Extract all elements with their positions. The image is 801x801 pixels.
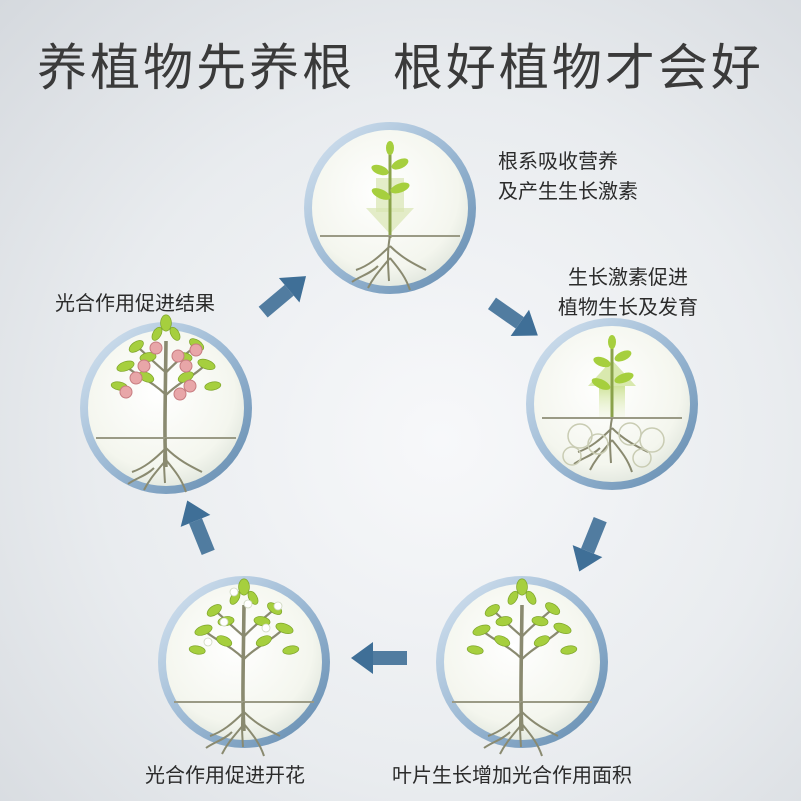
arrow-leaves-to-flowering bbox=[351, 642, 407, 674]
step-label-line: 叶片生长增加光合作用面积 bbox=[392, 763, 632, 787]
arrow-growth-to-leaves bbox=[572, 516, 607, 572]
stage-roots-absorb bbox=[304, 122, 476, 294]
step-label-fruiting: 光合作用促进结果 bbox=[55, 288, 215, 318]
stage-fruiting bbox=[80, 313, 252, 494]
step-label-hormone-growth: 生长激素促进 植物生长及发育 bbox=[558, 262, 698, 322]
step-label-leaf-area: 叶片生长增加光合作用面积 bbox=[392, 760, 632, 790]
step-label-line: 光合作用促进结果 bbox=[55, 291, 215, 315]
step-label-line: 及产生生长激素 bbox=[498, 179, 638, 203]
arrow-fruiting-to-roots bbox=[258, 276, 307, 318]
step-label-flowering: 光合作用促进开花 bbox=[145, 760, 305, 790]
stage-leaf-area bbox=[436, 576, 608, 757]
stage-hormone-growth bbox=[526, 318, 698, 490]
stage-flowering bbox=[158, 576, 330, 757]
step-label-line: 植物生长及发育 bbox=[558, 295, 698, 319]
step-label-line: 光合作用促进开花 bbox=[145, 763, 305, 787]
step-label-line: 根系吸收营养 bbox=[498, 149, 618, 173]
arrow-roots-to-growth bbox=[487, 297, 538, 336]
step-label-root-absorb: 根系吸收营养 及产生生长激素 bbox=[498, 146, 638, 206]
page-title: 养植物先养根 根好植物才会好 bbox=[37, 39, 764, 97]
cycle-arrows bbox=[180, 276, 607, 674]
step-label-line: 生长激素促进 bbox=[568, 265, 688, 289]
arrow-flowering-to-fruiting bbox=[180, 500, 215, 556]
